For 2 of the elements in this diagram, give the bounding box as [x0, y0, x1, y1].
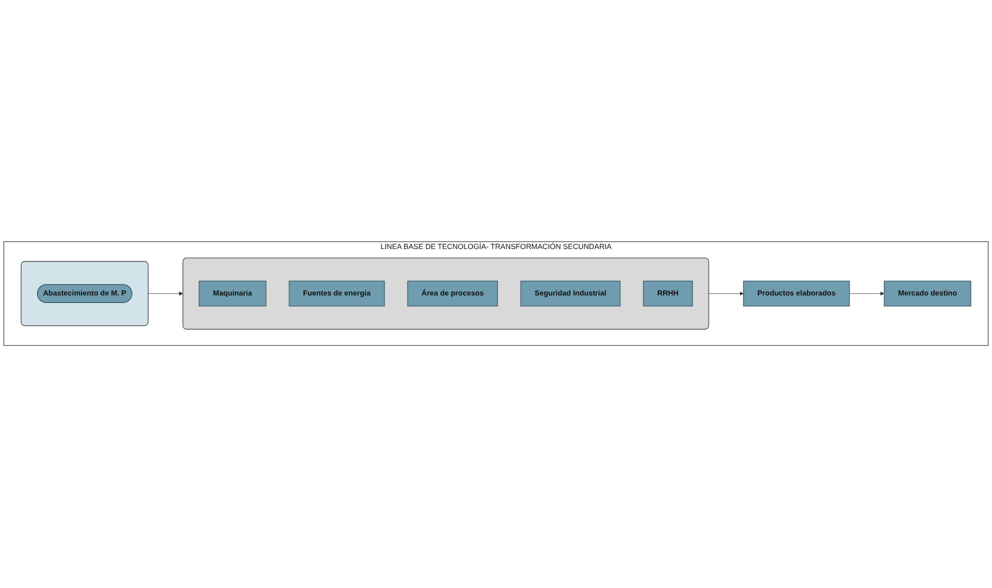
cluster	[182, 258, 710, 330]
cluster	[20, 261, 149, 327]
